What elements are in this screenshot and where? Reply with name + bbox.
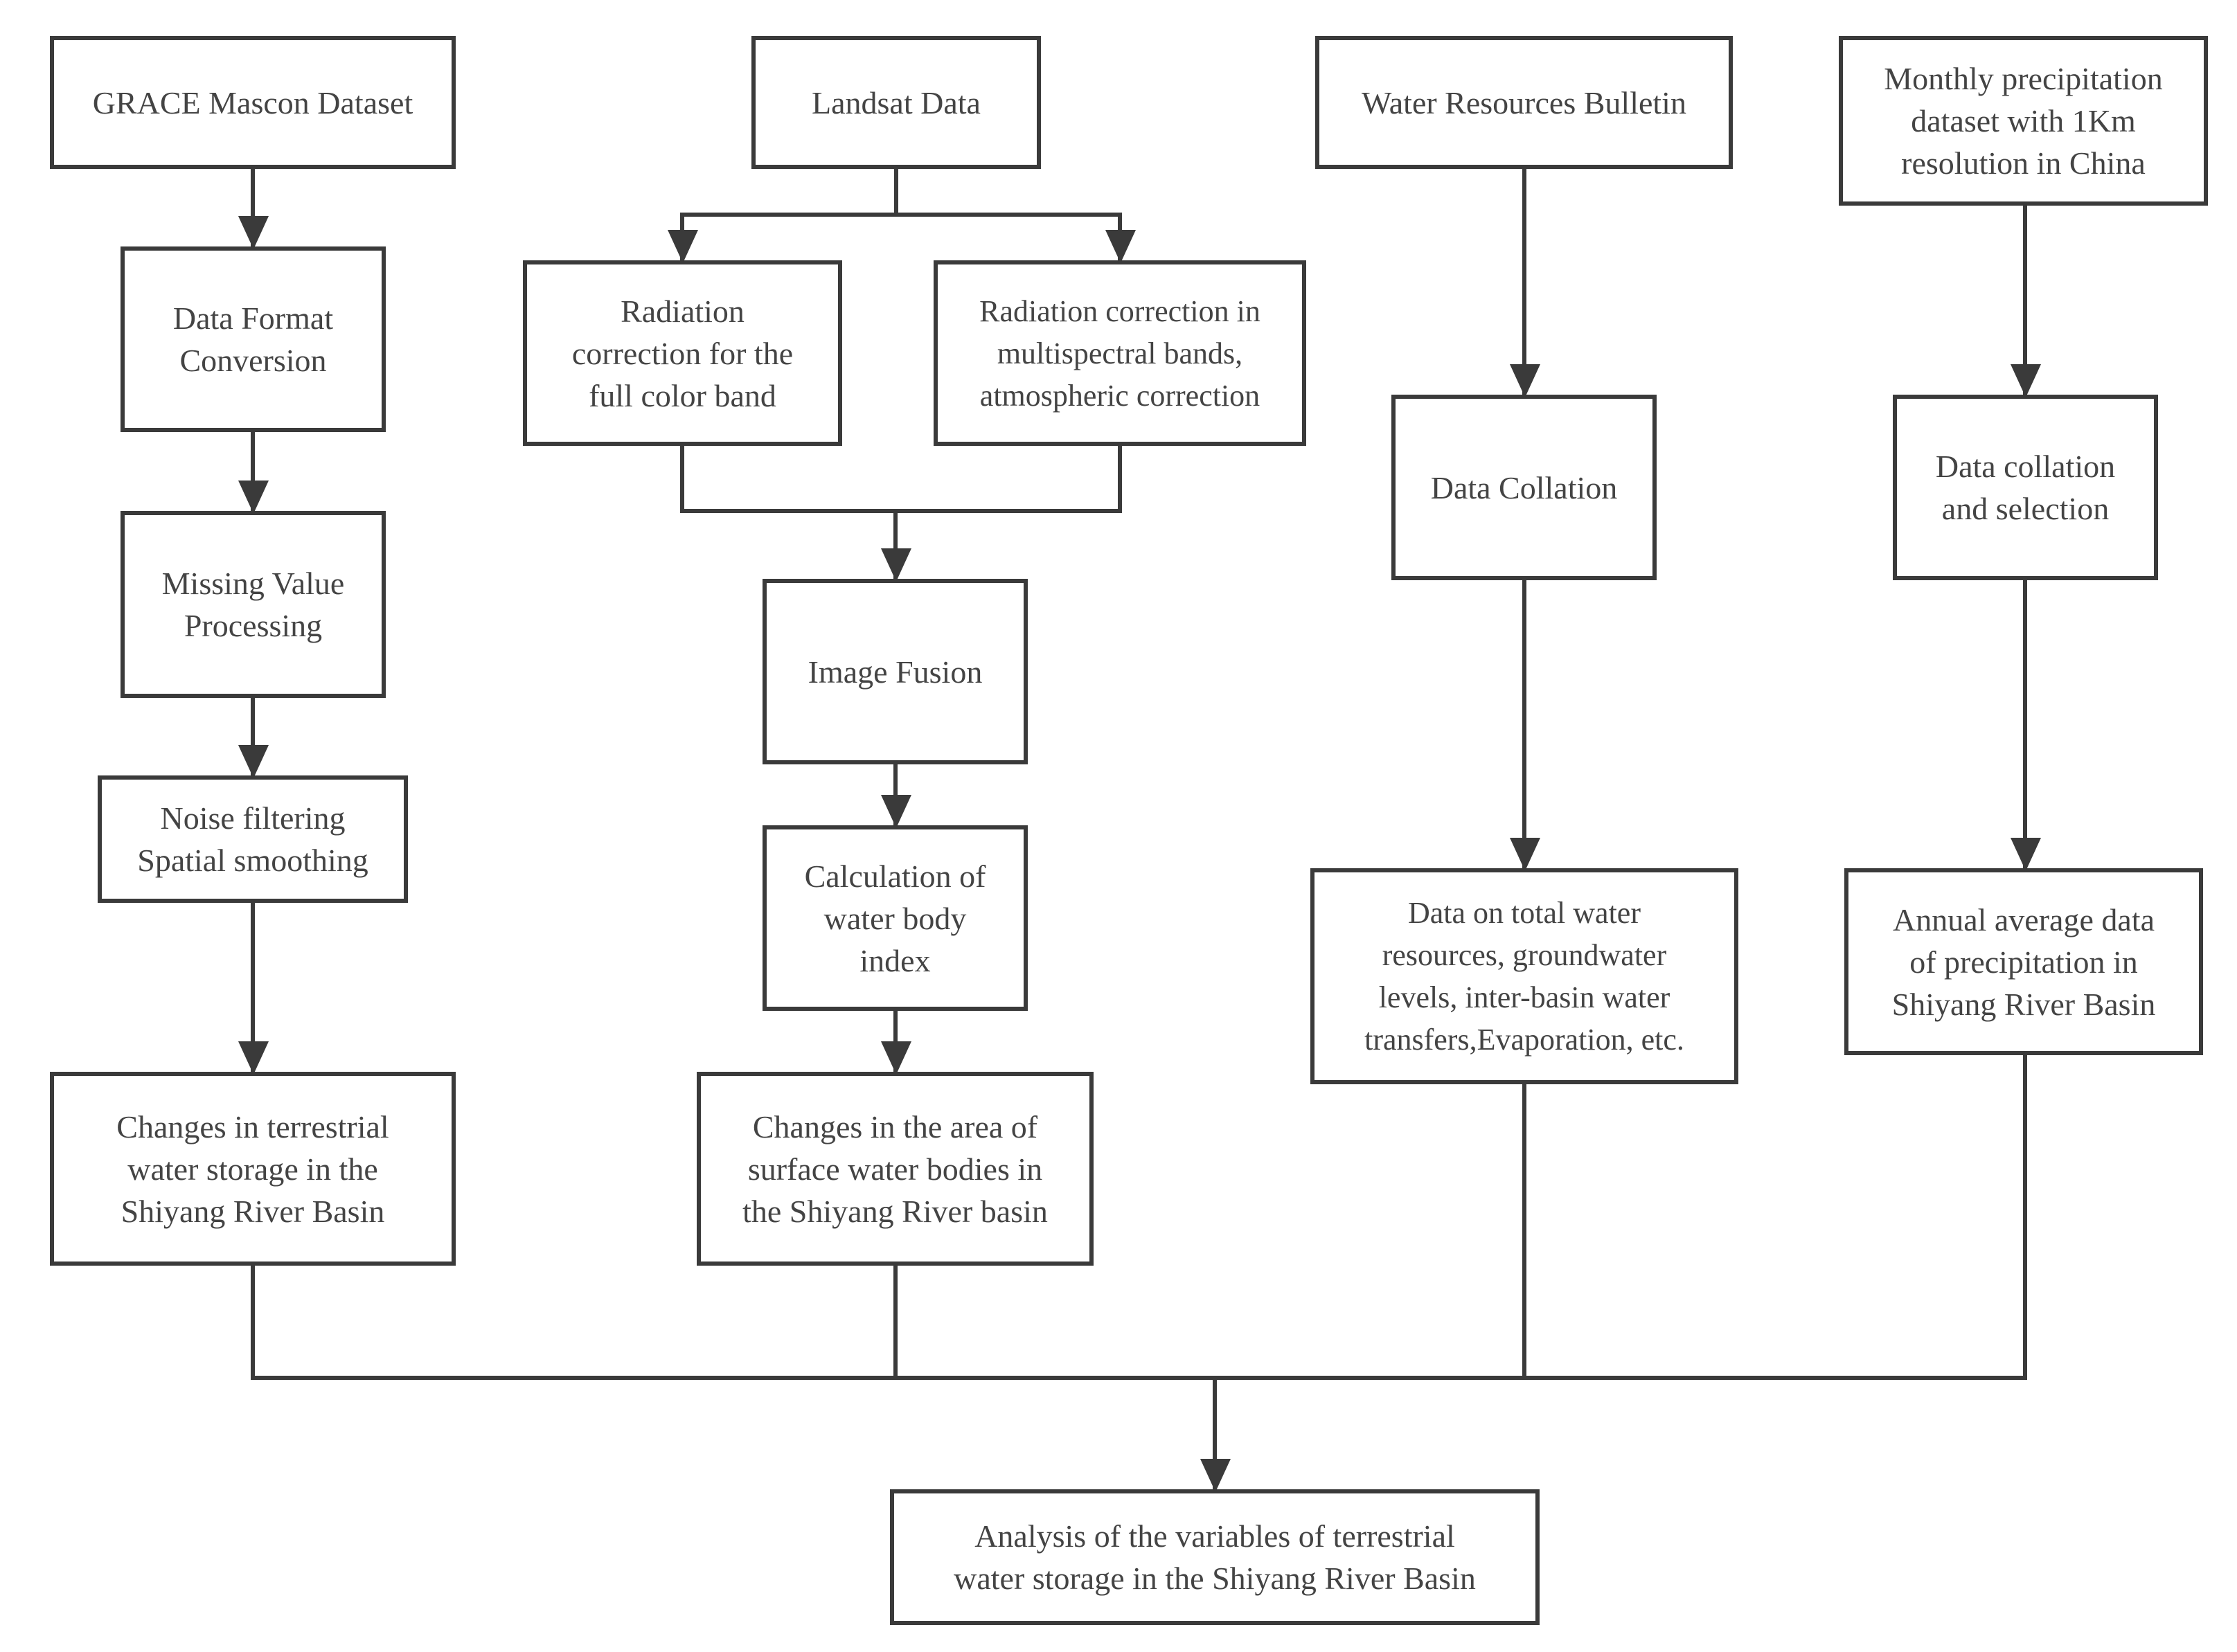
node-label: Radiation correction in multispectral ba… xyxy=(979,294,1260,413)
water-resources-data-node: Data on total water resources, groundwat… xyxy=(1310,868,1738,1084)
node-label: Radiation correction for the full color … xyxy=(571,293,794,413)
node-label: Image Fusion xyxy=(808,654,983,690)
node-label: Calculation of water body index xyxy=(804,858,986,978)
data-collation-selection-node: Data collation and selection xyxy=(1893,395,2158,580)
grace-mascon-dataset-node: GRACE Mascon Dataset xyxy=(50,36,456,169)
node-label: Landsat Data xyxy=(812,84,981,120)
noise-filtering-node: Noise filtering Spatial smoothing xyxy=(98,775,408,903)
node-label: Missing Value Processing xyxy=(161,566,345,643)
node-label: Data Collation xyxy=(1430,469,1618,505)
water-body-index-node: Calculation of water body index xyxy=(763,825,1028,1011)
terrestrial-water-storage-changes-node: Changes in terrestrial water storage in … xyxy=(50,1072,456,1266)
radiation-correction-multispectral-node: Radiation correction in multispectral ba… xyxy=(934,260,1306,446)
data-format-conversion-node: Data Format Conversion xyxy=(121,246,386,432)
node-label: GRACE Mascon Dataset xyxy=(92,84,413,120)
missing-value-processing-node: Missing Value Processing xyxy=(121,511,386,698)
node-label: Monthly precipitation dataset with 1Km r… xyxy=(1884,61,2163,181)
image-fusion-node: Image Fusion xyxy=(763,579,1028,764)
node-label: Analysis of the variables of terrestrial… xyxy=(954,1518,1476,1596)
node-label: Data collation and selection xyxy=(1935,449,2116,526)
landsat-data-node: Landsat Data xyxy=(751,36,1041,169)
node-label: Changes in the area of surface water bod… xyxy=(742,1108,1048,1229)
analysis-node: Analysis of the variables of terrestrial… xyxy=(890,1489,1540,1625)
edge-landsat-split xyxy=(682,169,1120,217)
monthly-precipitation-dataset-node: Monthly precipitation dataset with 1Km r… xyxy=(1839,36,2208,206)
edge-converge-bus xyxy=(251,1055,2027,1380)
surface-water-area-changes-node: Changes in the area of surface water bod… xyxy=(697,1072,1094,1266)
node-label: Changes in terrestrial water storage in … xyxy=(116,1108,389,1229)
node-label: Noise filtering Spatial smoothing xyxy=(137,800,368,878)
data-collation-node: Data Collation xyxy=(1391,395,1657,580)
node-label: Annual average data of precipitation in … xyxy=(1891,901,2156,1022)
node-label: Water Resources Bulletin xyxy=(1362,84,1686,120)
node-label: Data on total water resources, groundwat… xyxy=(1364,896,1684,1057)
radiation-correction-full-color-node: Radiation correction for the full color … xyxy=(523,260,842,446)
water-resources-bulletin-node: Water Resources Bulletin xyxy=(1315,36,1733,169)
node-label: Data Format Conversion xyxy=(172,300,334,378)
annual-precipitation-node: Annual average data of precipitation in … xyxy=(1844,868,2203,1055)
edge-rad-merge xyxy=(680,446,1122,513)
